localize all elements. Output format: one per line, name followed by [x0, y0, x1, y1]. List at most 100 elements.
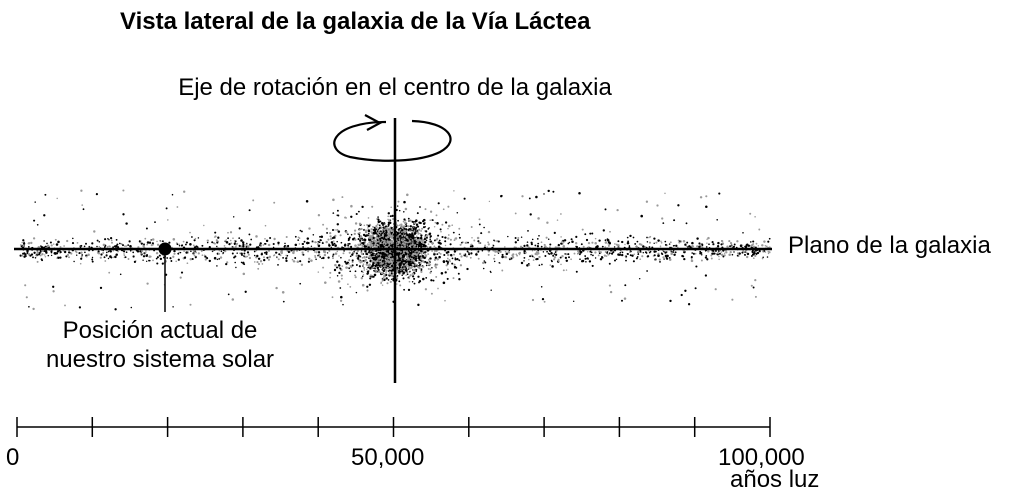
star: [363, 266, 366, 269]
star: [765, 245, 768, 248]
star: [143, 243, 145, 246]
star: [673, 219, 676, 222]
star: [451, 224, 454, 227]
star: [454, 257, 457, 259]
star: [398, 209, 401, 212]
star: [366, 268, 368, 271]
star: [387, 263, 390, 266]
star: [399, 234, 402, 237]
star: [336, 260, 339, 263]
star: [366, 270, 369, 273]
star: [383, 260, 386, 262]
star: [741, 251, 744, 254]
star: [668, 258, 672, 261]
star: [412, 251, 415, 254]
star: [437, 234, 440, 237]
star: [314, 241, 317, 244]
star: [672, 251, 675, 254]
star: [420, 234, 423, 237]
star: [213, 256, 217, 260]
star: [453, 239, 456, 242]
star: [80, 255, 83, 258]
star: [102, 243, 106, 247]
star: [336, 223, 340, 226]
star: [376, 232, 379, 234]
star: [189, 231, 191, 234]
star: [625, 259, 627, 262]
star: [587, 258, 589, 260]
star: [764, 245, 767, 247]
star: [487, 243, 490, 246]
star: [466, 267, 469, 271]
star: [322, 256, 325, 260]
star: [591, 264, 594, 267]
star: [72, 237, 74, 240]
star: [435, 214, 438, 217]
star: [600, 256, 604, 259]
star: [145, 254, 148, 258]
star: [609, 230, 611, 233]
star: [234, 245, 237, 248]
star: [65, 255, 68, 258]
star: [380, 254, 382, 257]
star: [543, 193, 545, 195]
star: [231, 298, 235, 301]
star: [46, 244, 50, 248]
star: [215, 239, 218, 242]
star: [523, 260, 525, 262]
star: [404, 224, 407, 227]
star: [657, 254, 660, 257]
star: [590, 253, 592, 256]
star: [662, 222, 665, 224]
star: [369, 264, 371, 266]
star: [253, 261, 256, 263]
star: [379, 256, 382, 259]
star: [698, 242, 701, 245]
star: [453, 250, 457, 253]
star: [446, 277, 449, 280]
star: [390, 244, 394, 247]
star: [360, 227, 363, 231]
star: [687, 246, 689, 248]
star: [334, 244, 337, 247]
star: [378, 236, 381, 239]
star: [413, 282, 416, 285]
star: [373, 226, 376, 229]
star: [526, 241, 529, 243]
star: [397, 241, 400, 244]
star: [66, 253, 70, 257]
star: [373, 231, 376, 234]
star: [471, 237, 473, 239]
star: [173, 249, 176, 253]
star: [364, 230, 368, 234]
star: [416, 236, 418, 239]
star: [240, 239, 243, 242]
star: [431, 267, 433, 269]
star: [414, 242, 417, 244]
star: [333, 242, 336, 245]
star: [646, 236, 648, 239]
star: [653, 250, 656, 253]
star: [388, 270, 391, 273]
star: [563, 239, 567, 242]
star: [696, 237, 699, 240]
star: [363, 269, 366, 271]
star: [414, 263, 417, 265]
star: [549, 243, 552, 246]
star: [362, 239, 364, 241]
star: [435, 266, 438, 269]
star: [47, 254, 50, 257]
star: [250, 238, 253, 241]
star: [242, 244, 245, 248]
star: [433, 258, 437, 261]
star: [119, 273, 122, 276]
star: [56, 252, 59, 255]
star: [672, 249, 675, 252]
star: [282, 300, 285, 303]
star: [344, 260, 347, 263]
star: [315, 258, 317, 261]
star: [413, 277, 416, 280]
star: [272, 242, 275, 246]
star: [568, 241, 571, 244]
star: [561, 254, 564, 258]
